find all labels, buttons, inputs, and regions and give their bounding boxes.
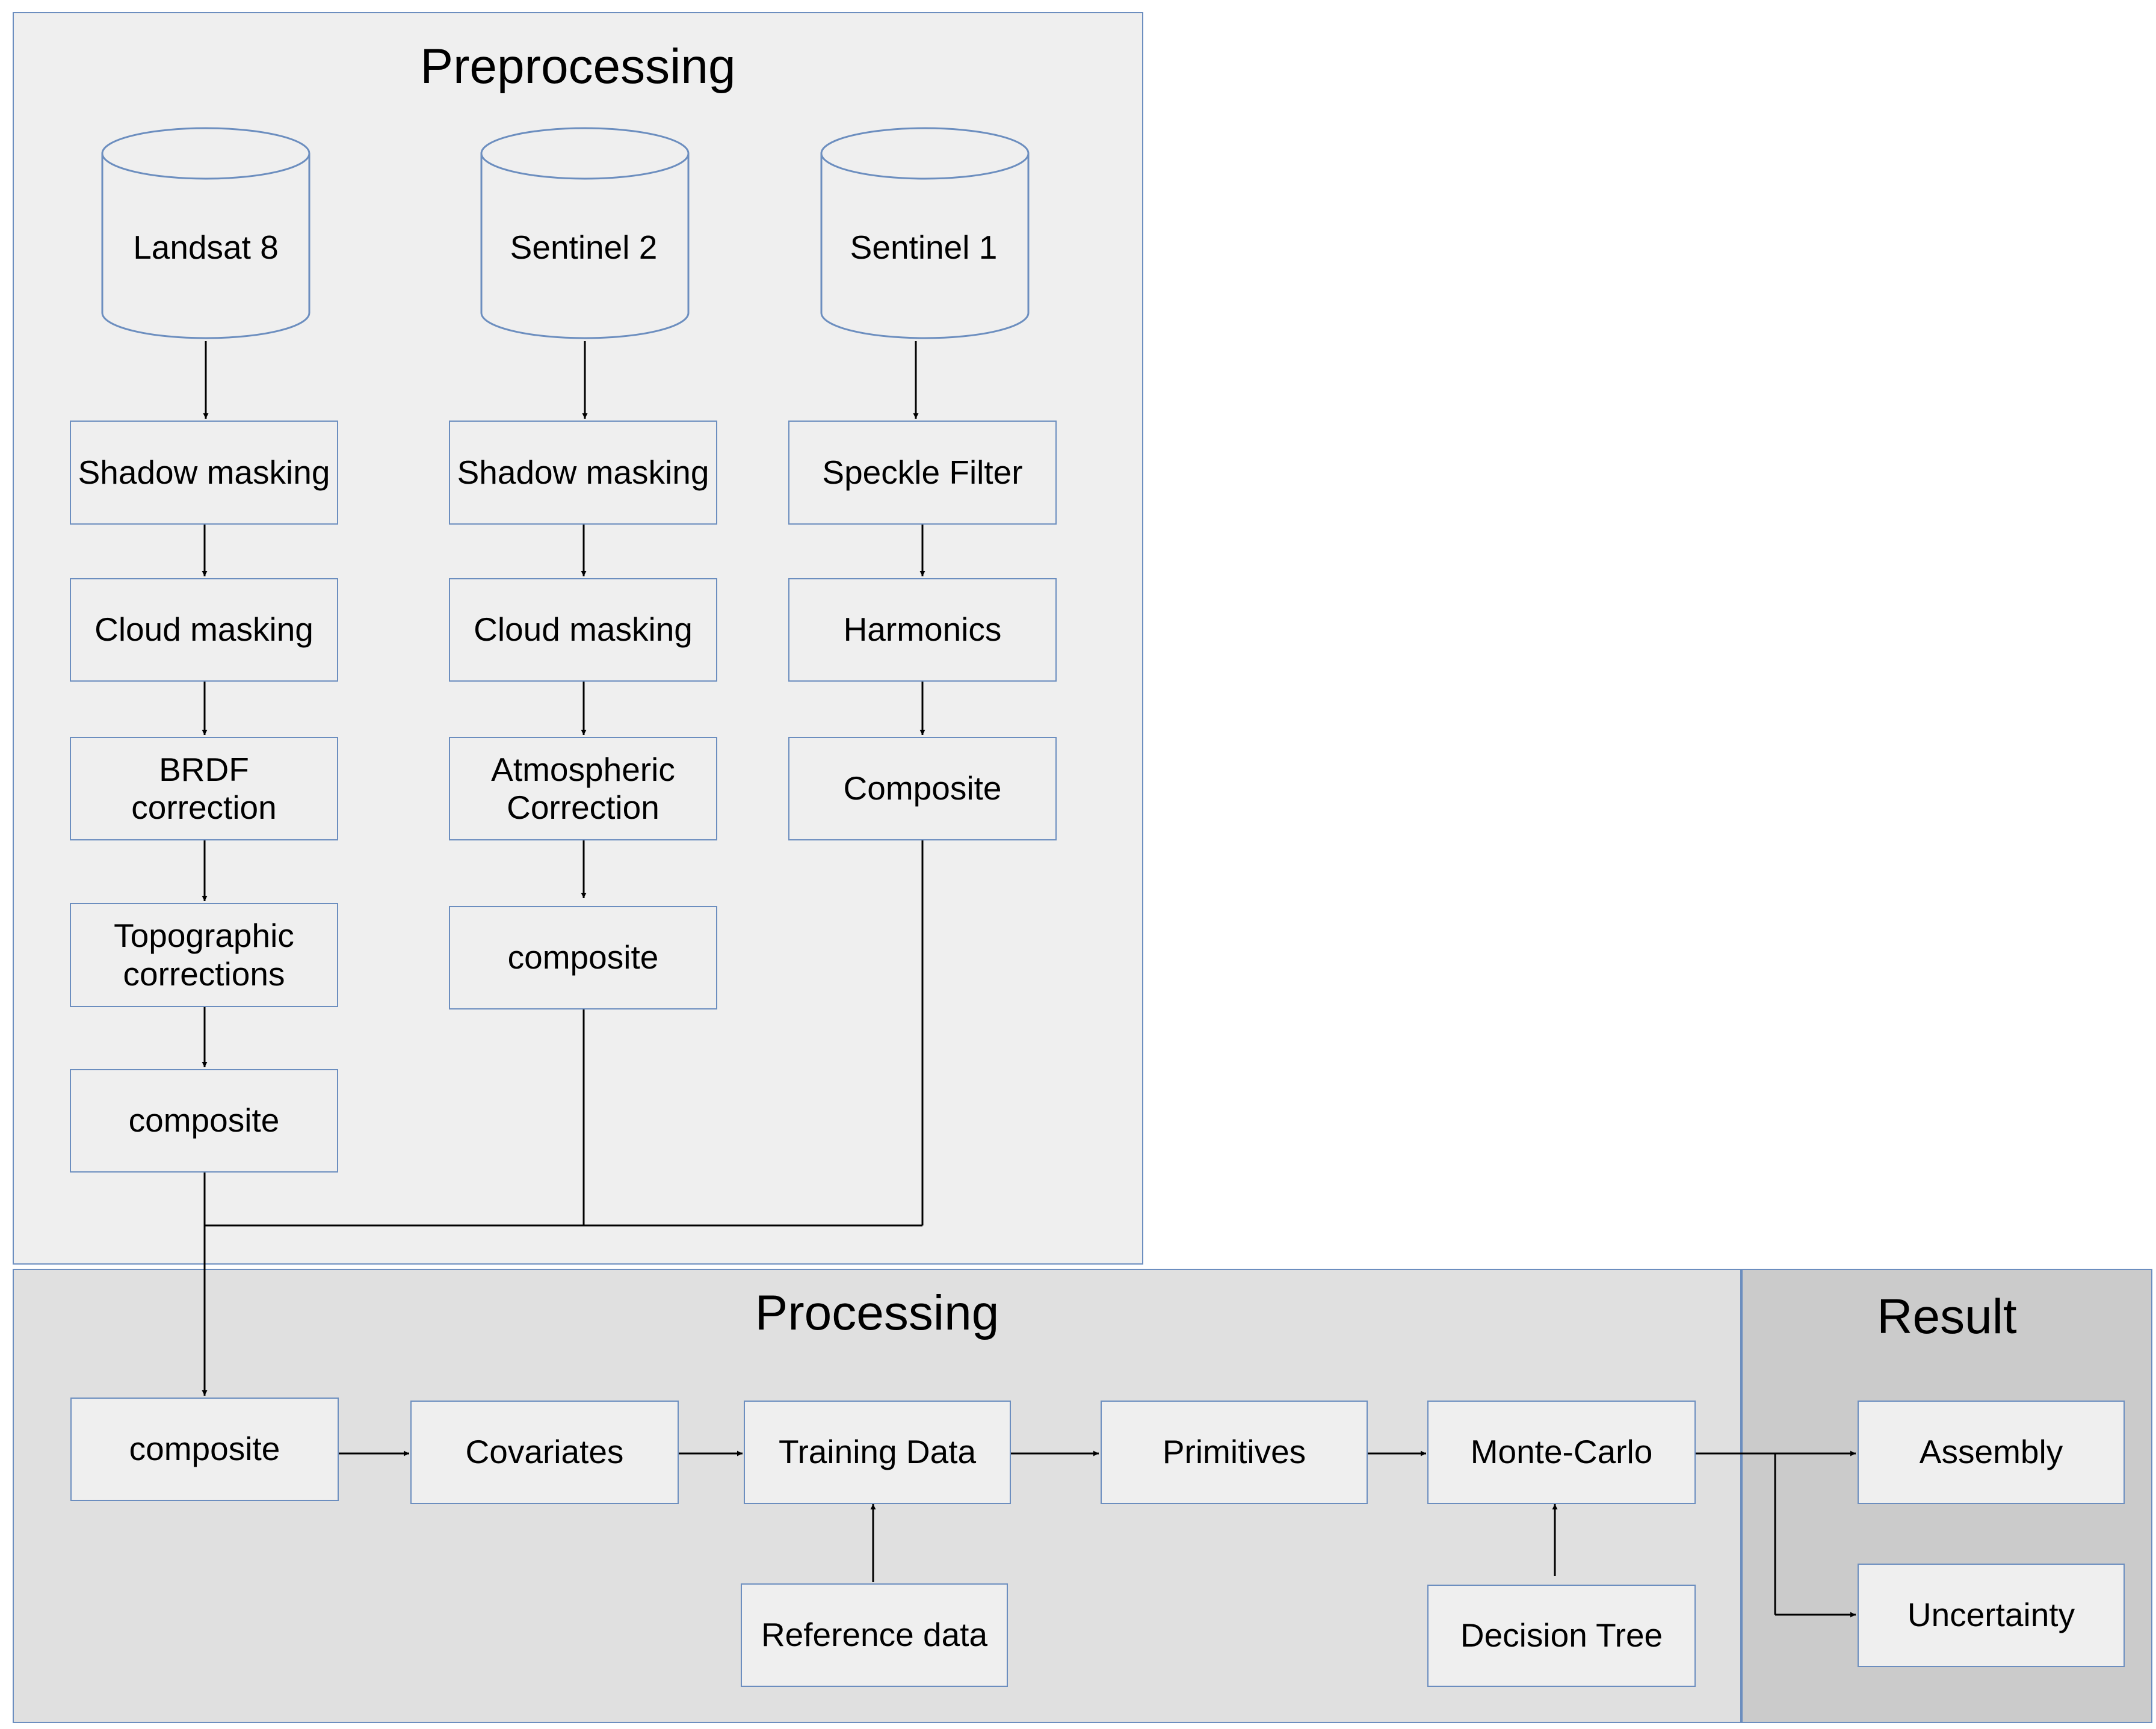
landsat-8-cylinder: Landsat 8 <box>101 127 310 339</box>
uncertainty-box: Uncertainty <box>1858 1564 2125 1667</box>
preprocessing-title: Preprocessing <box>420 39 736 94</box>
sentinel2-composite-box: composite <box>449 906 717 1009</box>
landsat-brdf-correction-box: BRDF correction <box>70 737 338 840</box>
sentinel-1-label: Sentinel 1 <box>850 229 998 266</box>
sentinel1-composite-box: Composite <box>788 737 1057 840</box>
processing-title: Processing <box>755 1286 999 1340</box>
sentinel1-speckle-filter-box: Speckle Filter <box>788 421 1057 525</box>
sentinel-2-label: Sentinel 2 <box>510 229 658 266</box>
result-title: Result <box>1877 1289 2017 1344</box>
decision-tree-box: Decision Tree <box>1427 1585 1696 1687</box>
reference-data-box: Reference data <box>741 1583 1008 1687</box>
sentinel2-shadow-masking-box: Shadow masking <box>449 421 717 525</box>
landsat-topographic-corrections-box: Topographic corrections <box>70 903 338 1007</box>
sentinel2-cloud-masking-box: Cloud masking <box>449 578 717 682</box>
sentinel-2-cylinder: Sentinel 2 <box>480 127 690 339</box>
sentinel2-atmospheric-correction-box: Atmospheric Correction <box>449 737 717 840</box>
primitives-box: Primitives <box>1101 1401 1368 1504</box>
assembly-box: Assembly <box>1858 1401 2125 1504</box>
sentinel1-harmonics-box: Harmonics <box>788 578 1057 682</box>
processing-composite-box: composite <box>70 1398 339 1501</box>
landsat-8-label: Landsat 8 <box>133 229 279 266</box>
covariates-box: Covariates <box>410 1401 679 1504</box>
landsat-composite-box: composite <box>70 1069 338 1173</box>
landsat-cloud-masking-box: Cloud masking <box>70 578 338 682</box>
sentinel-1-cylinder: Sentinel 1 <box>820 127 1030 339</box>
monte-carlo-box: Monte-Carlo <box>1427 1401 1696 1504</box>
landsat-shadow-masking-box: Shadow masking <box>70 421 338 525</box>
training-data-box: Training Data <box>744 1401 1011 1504</box>
